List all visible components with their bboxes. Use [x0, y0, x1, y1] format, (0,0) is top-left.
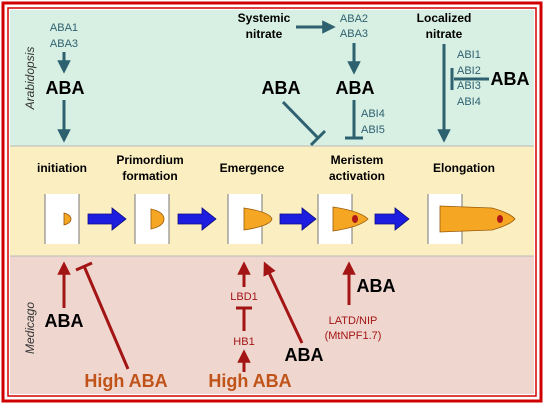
stage-initiation: initiation [37, 161, 87, 175]
progress-arrow-4 [374, 207, 410, 231]
root-elongation [439, 205, 516, 233]
elongation-tip [497, 215, 503, 223]
gene-abi3: ABI3 [457, 80, 481, 92]
aba-left-top: ABA [46, 78, 85, 98]
arabidopsis-panel [10, 10, 534, 146]
gene-abi4-right: ABI4 [457, 96, 481, 108]
high-aba-1: High ABA [84, 371, 167, 391]
progress-arrow-1 [87, 207, 127, 231]
root-primordium [150, 208, 165, 230]
gene-aba1: ABA1 [50, 22, 78, 34]
latd-nip-label: LATD/NIP [329, 315, 378, 327]
aba-medicago-left: ABA [45, 311, 84, 331]
stage-primordium-1: Primordium [116, 153, 183, 167]
gene-aba2: ABA2 [340, 13, 368, 25]
gene-hb1: HB1 [233, 336, 254, 348]
outer-frame [1, 1, 543, 403]
root-initiation [63, 212, 72, 226]
inhibit-high-aba-initiation [82, 265, 130, 370]
species-arabidopsis: Arabidopsis [23, 47, 37, 111]
species-medicago: Medicago [23, 302, 37, 354]
progress-arrow-3 [279, 207, 317, 231]
inhibit-bar-initiation [75, 261, 93, 272]
aba-right-top: ABA [336, 78, 375, 98]
root-meristem [332, 206, 369, 232]
stage-meristem-1: Meristem [331, 153, 384, 167]
high-aba-2: High ABA [208, 371, 291, 391]
localized-label-1: Localized [417, 11, 472, 25]
stage-emergence: Emergence [220, 161, 285, 175]
gene-abi2: ABI2 [457, 65, 481, 77]
aba-medicago-right: ABA [357, 276, 396, 296]
gene-aba3-left: ABA3 [50, 38, 78, 50]
aba-middle-top: ABA [262, 78, 301, 98]
arrow-aba-to-emergence [263, 261, 304, 344]
stage-meristem-2: activation [329, 169, 385, 183]
root-emergence [243, 207, 273, 231]
stage-primordium-2: formation [122, 169, 177, 183]
systemic-label-2: nitrate [246, 27, 283, 41]
aba-far-right: ABA [491, 69, 530, 89]
gene-abi1: ABI1 [457, 49, 481, 61]
progress-arrow-2 [177, 207, 217, 231]
gene-abi5: ABI5 [361, 124, 385, 136]
aba-medicago-mid: ABA [285, 345, 324, 365]
systemic-label-1: Systemic [238, 11, 291, 25]
gene-abi4-top: ABI4 [361, 108, 385, 120]
localized-label-2: nitrate [426, 27, 463, 41]
inner-frame [7, 7, 537, 397]
inhibit-aba-diag [281, 100, 320, 140]
stage-elongation: Elongation [433, 161, 495, 175]
gene-lbd1: LBD1 [230, 291, 258, 303]
mtnpf-label: (MtNPF1.7) [325, 330, 382, 342]
meristem-tip [352, 215, 358, 223]
gene-aba3-right: ABA3 [340, 28, 368, 40]
inhibit-bar-aba-diag [309, 129, 327, 147]
stage1-box [45, 194, 79, 244]
